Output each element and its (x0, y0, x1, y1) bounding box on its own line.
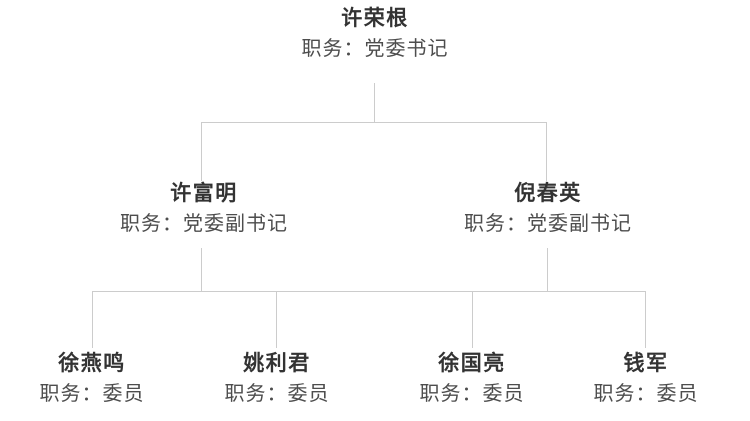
person-title: 职务：委员 (39, 383, 145, 405)
person-title: 职务：委员 (224, 383, 330, 405)
connector-level2-left-stem (201, 248, 202, 291)
connector-level3-drop-4 (645, 291, 646, 348)
person-title: 职务：党委书记 (301, 38, 449, 60)
connector-level2-left-drop (201, 122, 202, 181)
org-node-member-4[interactable]: 钱军 职务：委员 (594, 350, 699, 406)
connector-level3-rail (92, 291, 646, 292)
connector-level2-rail (201, 122, 547, 123)
connector-level2-right-stem (547, 248, 548, 291)
connector-root-drop (374, 83, 375, 123)
person-name: 钱军 (623, 352, 669, 375)
person-title: 职务：党委副书记 (120, 213, 288, 235)
person-name: 许富明 (170, 182, 238, 205)
org-node-member-3[interactable]: 徐国亮 职务：委员 (420, 350, 525, 406)
org-node-root[interactable]: 许荣根 职务：党委书记 (302, 5, 449, 61)
person-name: 倪春英 (514, 182, 582, 205)
connector-level3-drop-1 (92, 291, 93, 348)
person-name: 徐燕鸣 (58, 352, 126, 375)
connector-level3-drop-3 (472, 291, 473, 348)
person-name: 姚利君 (243, 352, 311, 375)
connector-level2-right-drop (546, 122, 547, 181)
person-name: 许荣根 (341, 7, 409, 30)
org-node-deputy-1[interactable]: 许富明 职务：党委副书记 (120, 180, 288, 236)
org-node-deputy-2[interactable]: 倪春英 职务：党委副书记 (464, 180, 632, 236)
org-node-member-2[interactable]: 姚利君 职务：委员 (225, 350, 330, 406)
org-node-member-1[interactable]: 徐燕鸣 职务：委员 (40, 350, 145, 406)
person-title: 职务：委员 (593, 383, 699, 405)
person-title: 职务：党委副书记 (464, 213, 632, 235)
person-name: 徐国亮 (438, 352, 506, 375)
person-title: 职务：委员 (419, 383, 525, 405)
connector-level3-drop-2 (276, 291, 277, 348)
